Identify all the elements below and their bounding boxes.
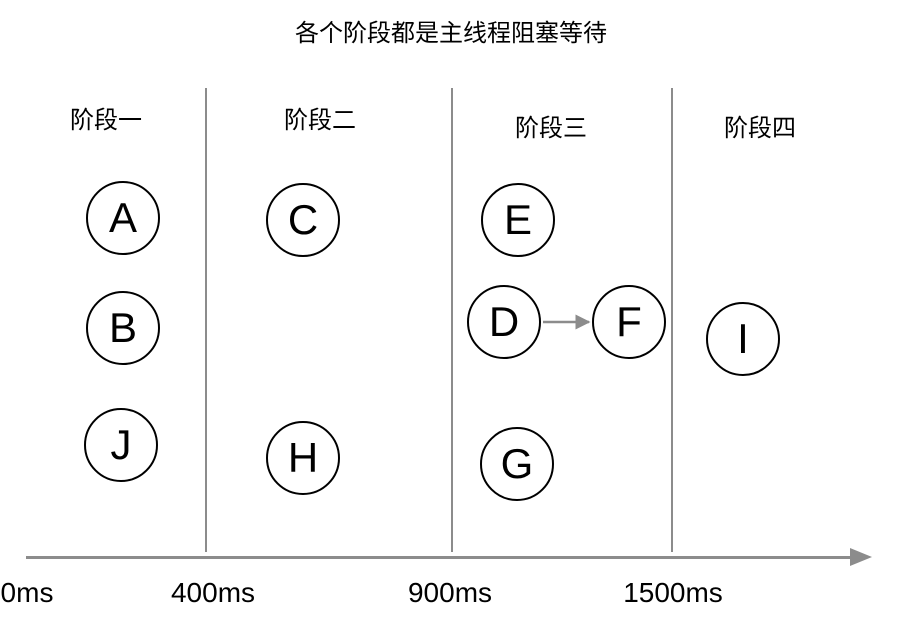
phase-label-2: 阶段二 [284, 107, 356, 134]
phase-label-4: 阶段四 [724, 115, 796, 142]
phase-label-1: 阶段一 [70, 107, 142, 134]
tick-label-900ms: 900ms [407, 577, 493, 608]
timeline-arrowhead-icon [850, 548, 872, 566]
node-E: E [481, 183, 555, 257]
diagram-title: 各个阶段都是主线程阻塞等待 [295, 20, 607, 47]
phase-divider-3 [671, 88, 673, 552]
tick-label-400ms: 400ms [170, 577, 256, 608]
tick-label-0ms: 0ms [0, 577, 54, 608]
node-B: B [86, 291, 160, 365]
node-C: C [266, 183, 340, 257]
node-J: J [84, 408, 158, 482]
node-I: I [706, 302, 780, 376]
phase-divider-2 [451, 88, 453, 552]
phase-divider-1 [205, 88, 207, 552]
timeline-axis [26, 556, 856, 559]
node-G: G [480, 427, 554, 501]
node-H: H [266, 421, 340, 495]
node-D: D [467, 285, 541, 359]
phase-label-3: 阶段三 [515, 115, 587, 142]
node-F: F [592, 285, 666, 359]
node-A: A [86, 181, 160, 255]
tick-label-1500ms: 1500ms [623, 577, 723, 608]
